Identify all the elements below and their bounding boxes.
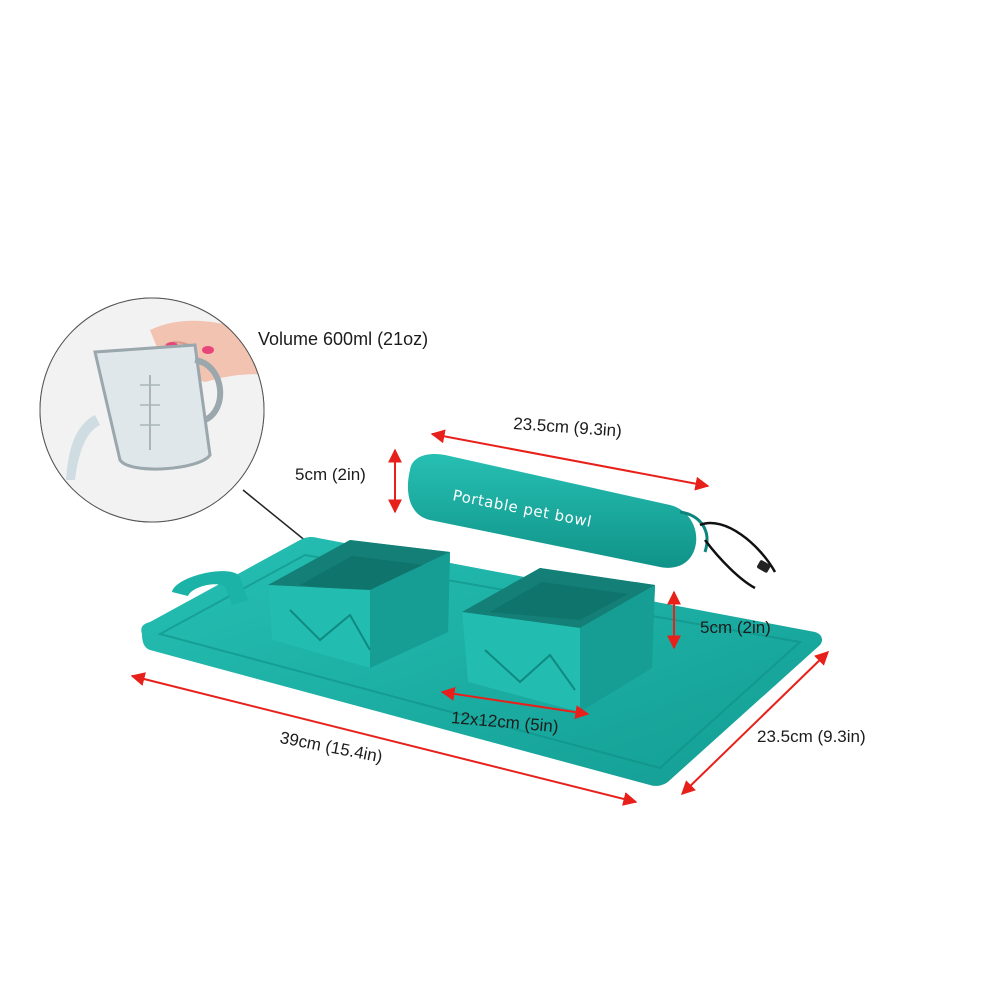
- collapsible-bowl-left: [268, 540, 450, 668]
- bag-length-arrow: [430, 429, 710, 491]
- mat-width-arrow: [680, 651, 830, 795]
- bag-height-label: 5cm (2in): [295, 465, 366, 484]
- volume-label: Volume 600ml (21oz): [258, 329, 429, 349]
- mat-width-label: 23.5cm (9.3in): [757, 727, 866, 746]
- dimension-arrows: [130, 429, 830, 806]
- bowl-height-label: 5cm (2in): [700, 618, 771, 637]
- pouring-water-inset: [39, 297, 265, 523]
- drawstring-bag: Portable pet bowl: [407, 453, 777, 590]
- mat-length-arrow: [130, 672, 638, 806]
